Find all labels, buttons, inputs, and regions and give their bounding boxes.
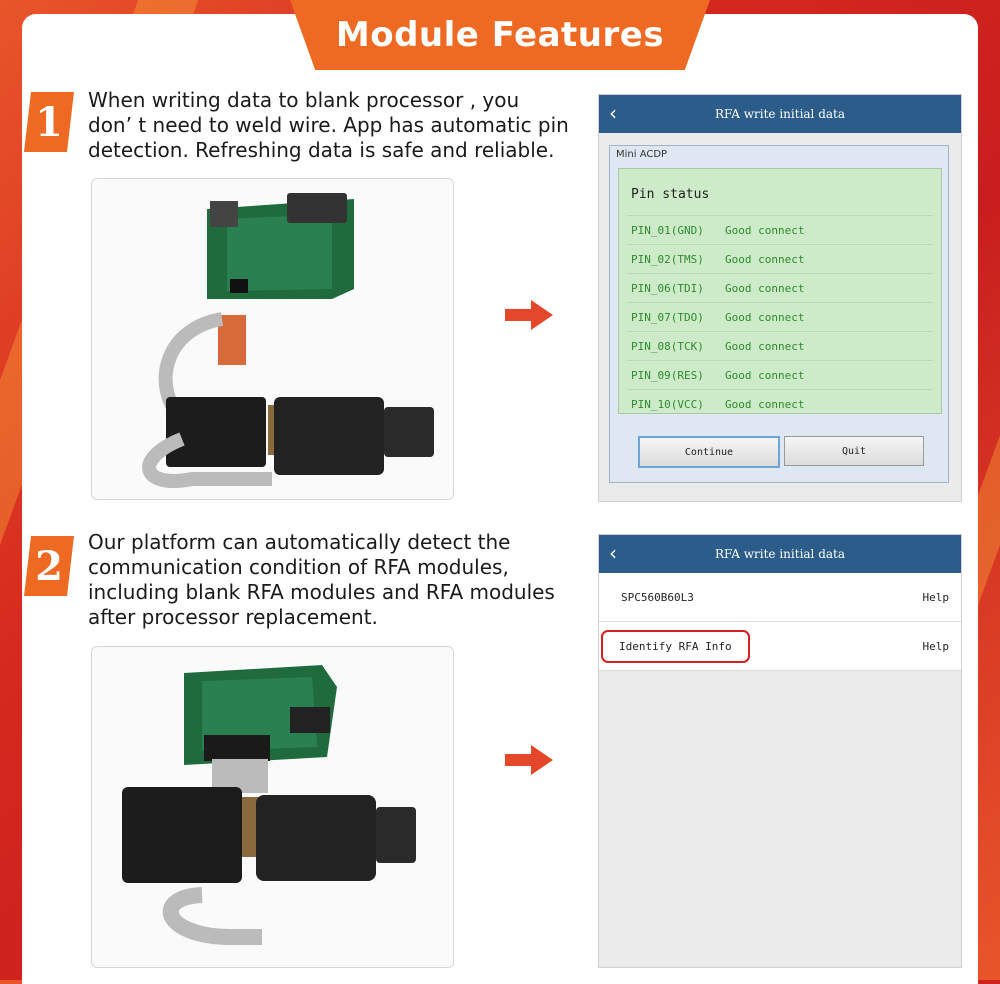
pin-status-box: Pin status PIN_01(GND)Good connect PIN_0… bbox=[618, 168, 942, 414]
dialog-title: Mini ACDP bbox=[616, 149, 668, 160]
pin-row: PIN_06(TDI)Good connect bbox=[627, 273, 933, 302]
pin-row: PIN_08(TCK)Good connect bbox=[627, 331, 933, 360]
continue-button[interactable]: Continue bbox=[638, 436, 780, 468]
module-features-banner: Module Features bbox=[290, 0, 710, 70]
feature-2-number-badge: 2 bbox=[24, 536, 74, 596]
right-arrow-icon bbox=[505, 745, 553, 775]
rfa-screen-module-list: ‹ RFA write initial data SPC560B60L3 Hel… bbox=[598, 534, 962, 968]
list-item-spc560b60l3[interactable]: SPC560B60L3 Help bbox=[599, 573, 961, 622]
pin-row: PIN_10(VCC)Good connect bbox=[627, 389, 933, 418]
device-photo-1 bbox=[91, 178, 454, 500]
device-photo-2 bbox=[91, 646, 454, 968]
mini-acdp-dialog: Mini ACDP Pin status PIN_01(GND)Good con… bbox=[609, 145, 949, 483]
pin-row: PIN_02(TMS)Good connect bbox=[627, 244, 933, 273]
screen-title: RFA write initial data bbox=[714, 547, 846, 561]
back-chevron-icon[interactable]: ‹ bbox=[609, 101, 617, 125]
list-item-identify-rfa-info[interactable]: Identify RFA Info Help bbox=[599, 622, 961, 671]
app-topbar: ‹ RFA write initial data bbox=[599, 535, 961, 573]
help-link[interactable]: Help bbox=[922, 639, 950, 653]
screen-title: RFA write initial data bbox=[714, 107, 846, 121]
help-link[interactable]: Help bbox=[922, 590, 950, 604]
back-chevron-icon[interactable]: ‹ bbox=[609, 541, 617, 565]
identify-rfa-info-highlight[interactable]: Identify RFA Info bbox=[601, 629, 750, 663]
app-topbar: ‹ RFA write initial data bbox=[599, 95, 961, 133]
banner-title: Module Features bbox=[335, 15, 665, 55]
list-item-label: SPC560B60L3 bbox=[621, 590, 694, 604]
feature-1-description: When writing data to blank processor , y… bbox=[88, 88, 569, 162]
rfa-screen-pin-status: ‹ RFA write initial data Mini ACDP Pin s… bbox=[598, 94, 962, 502]
pin-row: PIN_09(RES)Good connect bbox=[627, 360, 933, 389]
pin-row: PIN_01(GND)Good connect bbox=[627, 215, 933, 244]
right-arrow-icon bbox=[505, 300, 553, 330]
pin-row: PIN_07(TDO)Good connect bbox=[627, 302, 933, 331]
pin-status-label: Pin status bbox=[631, 187, 710, 202]
quit-button[interactable]: Quit bbox=[784, 436, 924, 466]
feature-2-description: Our platform can automatically detect th… bbox=[88, 530, 555, 629]
feature-1-number-badge: 1 bbox=[24, 92, 74, 152]
